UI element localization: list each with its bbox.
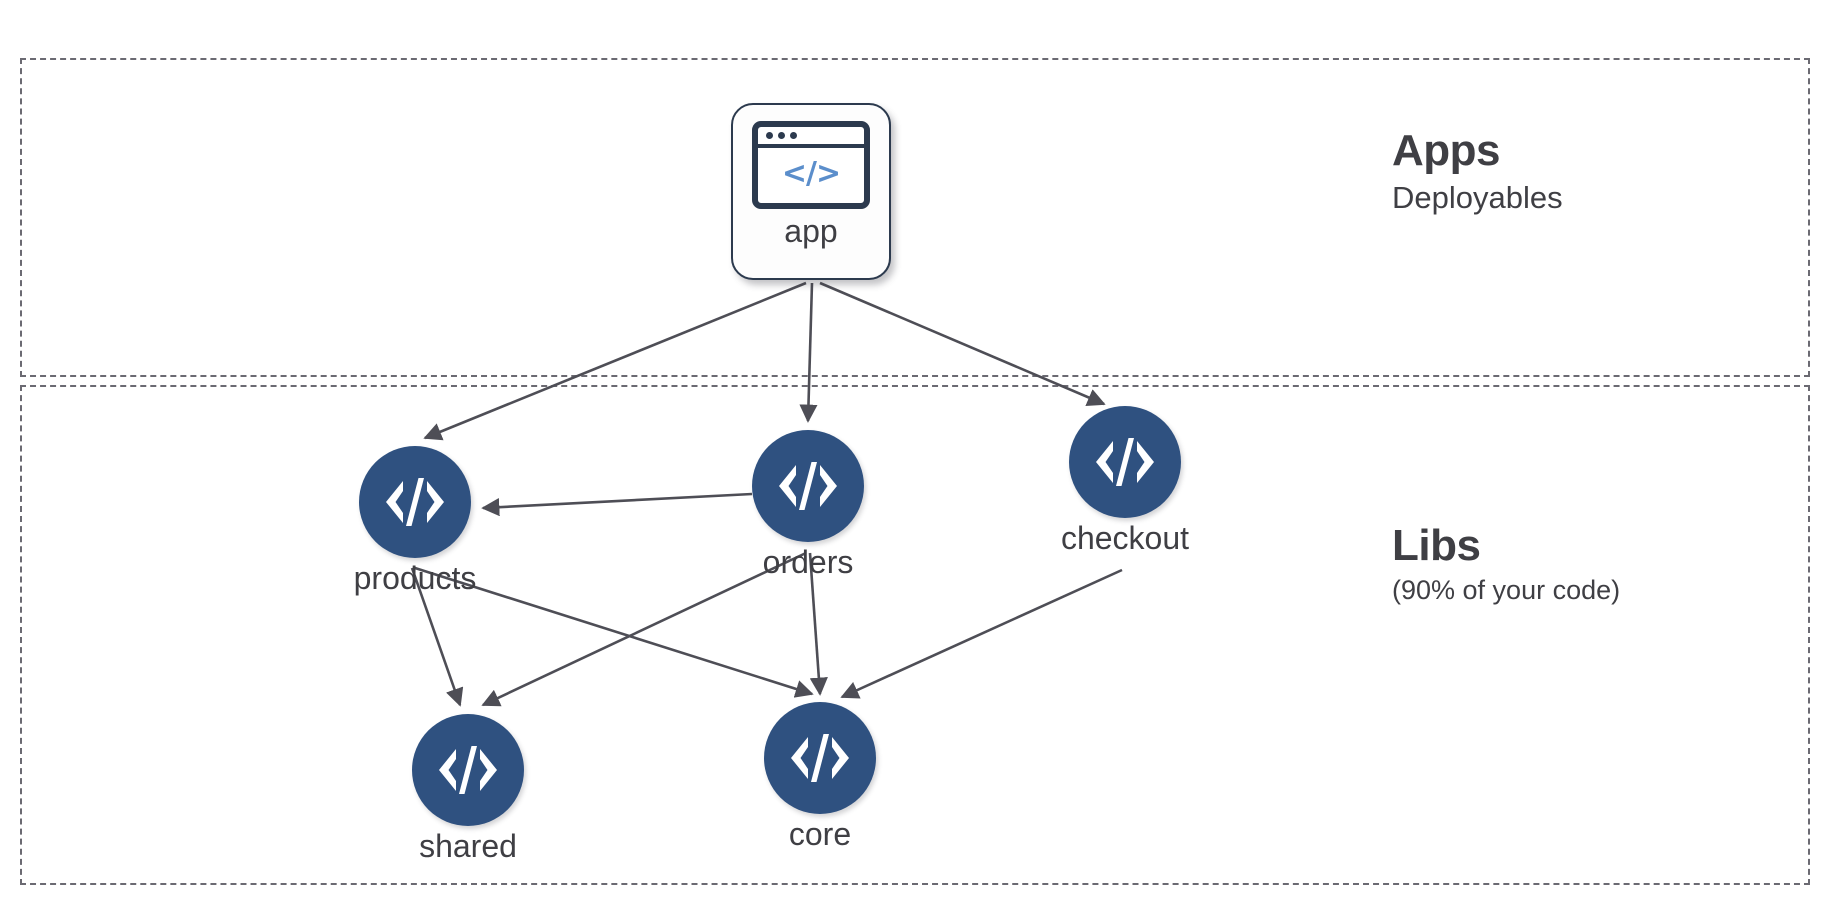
region-libs-title: Libs <box>1392 521 1481 570</box>
code-icon <box>764 702 876 814</box>
region-apps <box>20 58 1810 377</box>
region-libs <box>20 385 1810 885</box>
browser-code-icon: </> <box>752 121 870 209</box>
code-icon <box>1069 406 1181 518</box>
region-libs-subtitle: (90% of your code) <box>1392 574 1621 605</box>
region-apps-label: Apps Deployables <box>1392 125 1563 216</box>
browser-dot-2 <box>778 132 785 139</box>
node-shared-label: shared <box>419 828 517 864</box>
node-products[interactable]: products <box>354 446 476 594</box>
node-app-label: app <box>784 213 838 249</box>
node-core[interactable]: core <box>764 702 876 850</box>
code-icon <box>359 446 471 558</box>
code-icon <box>412 714 524 826</box>
node-app[interactable]: </> app <box>731 103 891 280</box>
browser-dot-3 <box>790 132 797 139</box>
node-orders-label: orders <box>762 544 854 580</box>
code-glyph-icon: </> <box>781 156 841 191</box>
browser-dot-1 <box>766 132 773 139</box>
node-shared[interactable]: shared <box>412 714 524 862</box>
node-orders[interactable]: orders <box>752 430 864 578</box>
node-core-label: core <box>788 816 852 852</box>
region-libs-label: Libs (90% of your code) <box>1392 520 1620 607</box>
code-icon <box>752 430 864 542</box>
region-apps-title: Apps <box>1392 126 1500 175</box>
node-checkout[interactable]: checkout <box>1061 406 1189 554</box>
node-products-label: products <box>353 560 477 596</box>
node-checkout-label: checkout <box>1060 520 1190 556</box>
region-apps-subtitle: Deployables <box>1392 179 1563 215</box>
browser-titlebar <box>758 127 864 148</box>
